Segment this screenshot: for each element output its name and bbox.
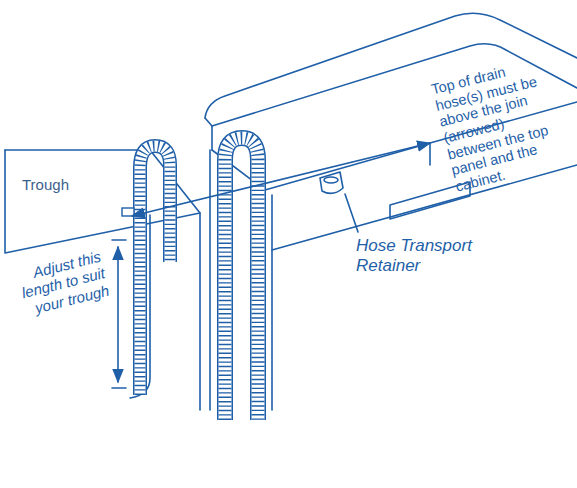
join-arrow (132, 143, 430, 216)
retainer-label: Hose Transport Retainer (356, 236, 496, 275)
leader-line (345, 194, 358, 232)
hose-retainer (320, 172, 343, 193)
adjust-note: Adjust this length to suit your trough (9, 248, 111, 320)
trough-label: Trough (22, 176, 102, 193)
dimension-arrow (117, 247, 119, 382)
hose-clip (122, 208, 134, 216)
drain-hoses (140, 138, 258, 420)
cabinet-edge (209, 150, 211, 410)
